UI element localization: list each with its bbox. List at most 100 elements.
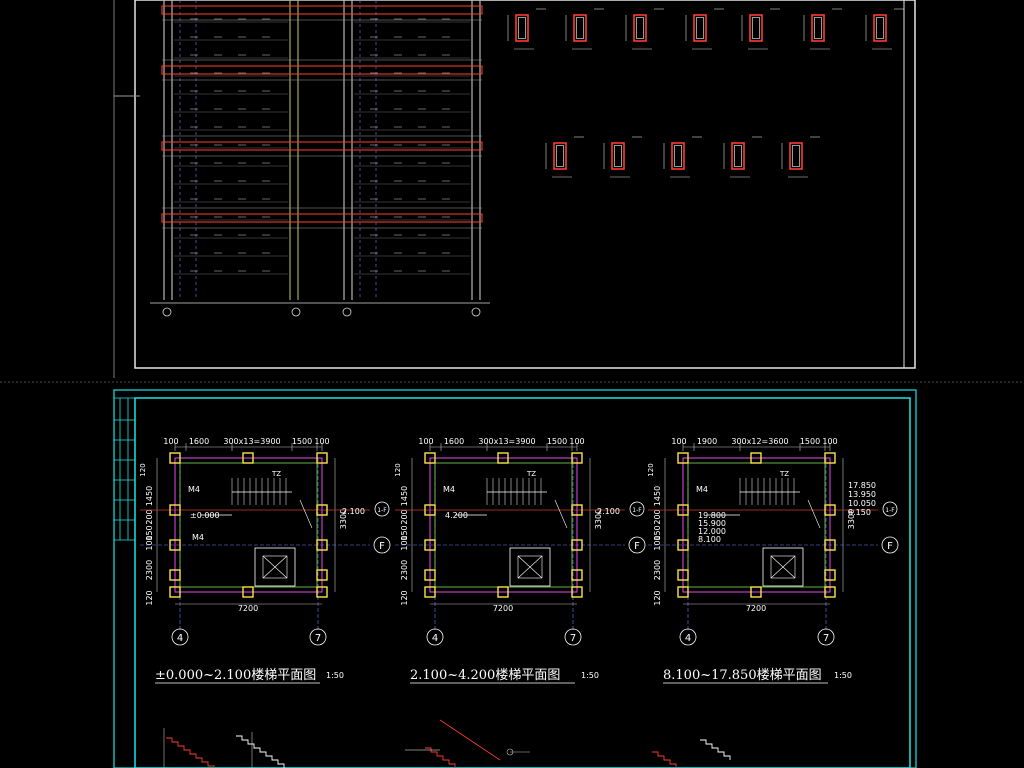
stirrup [792, 145, 800, 167]
axis-bubble-label: 7 [823, 633, 829, 644]
level-label: 4.200 [445, 511, 468, 520]
stirrup [636, 17, 644, 39]
column-marker [424, 504, 436, 516]
column-marker [571, 504, 583, 516]
tag-tz: TZ [271, 470, 281, 478]
axis-bubble-label: 4 [432, 633, 438, 644]
dim-label-top: 1500 [547, 437, 567, 446]
door-label: M4 [188, 485, 200, 494]
dim-label-left: 200 [145, 509, 154, 524]
column-marker [571, 586, 583, 598]
elevator-shaft [509, 547, 551, 587]
stair-step-profile [425, 747, 456, 768]
column-marker [169, 539, 181, 551]
column-marker [424, 452, 436, 464]
plan-title: 8.100~17.850楼梯平面图 [663, 668, 822, 683]
column-marker [497, 452, 509, 464]
column-marker [677, 586, 689, 598]
right-level-label: 2.100 [342, 507, 365, 516]
level-label: 19.800 [698, 511, 726, 520]
axis-bubble-f [881, 536, 899, 554]
beam-band [161, 5, 483, 15]
dim-label-top: 100 [418, 437, 433, 446]
column-section [811, 14, 825, 42]
axis-bubble-1f [374, 501, 390, 517]
column-marker [169, 504, 181, 516]
dim-label-left: 150 [145, 525, 154, 540]
level-label: 8.100 [698, 535, 721, 544]
dim-label-left: 120 [400, 590, 409, 605]
dim-label-left: 100 [400, 535, 409, 550]
column-marker [677, 504, 689, 516]
stair-wall-outline [682, 457, 831, 593]
axis-bubble-7 [309, 628, 327, 646]
stirrup [696, 17, 704, 39]
column-section [731, 142, 745, 170]
axis-bubble-label: F [887, 541, 893, 552]
level-label: ±0.000 [190, 511, 220, 520]
dim-label-left: 2300 [145, 560, 154, 580]
right-level-label: 17.850 [848, 481, 876, 490]
axis-bubble-4 [679, 628, 697, 646]
column-sections-row-2 [545, 136, 820, 178]
column-marker [424, 539, 436, 551]
elevator-car [262, 555, 288, 579]
dim-label-top: 100 [671, 437, 686, 446]
dim-label-left: 120 [653, 590, 662, 605]
axis-bubble-label: F [379, 541, 385, 552]
plan-scale: 1:50 [581, 671, 599, 680]
tag-tz: TZ [779, 470, 789, 478]
dim-label-left: 100 [145, 535, 154, 550]
stirrup [556, 145, 564, 167]
column-marker [424, 586, 436, 598]
column-marker [316, 569, 328, 581]
column-marker [169, 586, 181, 598]
axis-bubble-label: 7 [570, 633, 576, 644]
column-marker [824, 569, 836, 581]
dim-label-top: 100 [163, 437, 178, 446]
door-label: M4 [696, 485, 708, 494]
stirrup [518, 17, 526, 39]
column-section [573, 14, 587, 42]
elevator-cross [517, 555, 543, 579]
column-section [633, 14, 647, 42]
dim-label-left-small: 120 [139, 463, 147, 476]
dim-label-left-small: 120 [394, 463, 402, 476]
dim-label-left: 1450 [145, 486, 154, 506]
stair-step-profile [166, 737, 215, 768]
column-marker [571, 452, 583, 464]
axis-bubble-1f [882, 501, 898, 517]
stair-step-profile [236, 735, 285, 768]
door-label: M4 [192, 533, 204, 542]
elevator-car [770, 555, 796, 579]
column-marker [316, 452, 328, 464]
dim-label-left: 100 [653, 535, 662, 550]
column-marker [497, 586, 509, 598]
column-section [611, 142, 625, 170]
column-marker [824, 586, 836, 598]
stair-wall-outline [429, 457, 578, 593]
top-sheet-frame [134, 0, 916, 369]
dim-label-right: 3300 [847, 509, 856, 529]
dim-label-bottom: 7200 [746, 604, 766, 613]
dim-label-top: 300x13=3900 [478, 437, 535, 446]
dim-label-bottom: 7200 [238, 604, 258, 613]
plan-scale: 1:50 [326, 671, 344, 680]
dim-label-left: 1450 [400, 486, 409, 506]
axis-bubble-1f [629, 501, 645, 517]
stirrup [814, 17, 822, 39]
plan-title: ±0.000~2.100楼梯平面图 [155, 668, 316, 683]
right-level-label: 10.050 [848, 499, 876, 508]
column-marker [571, 539, 583, 551]
column-marker [316, 504, 328, 516]
dim-label-top: 100 [314, 437, 329, 446]
stirrup [752, 17, 760, 39]
plan-title: 2.100~4.200楼梯平面图 [410, 668, 560, 683]
beam-band [161, 141, 483, 151]
elevator-cross [262, 555, 288, 579]
column-sections-row-1 [507, 8, 904, 50]
stirrup [674, 145, 682, 167]
axis-bubble-4 [171, 628, 189, 646]
level-label: 12.000 [698, 527, 726, 536]
